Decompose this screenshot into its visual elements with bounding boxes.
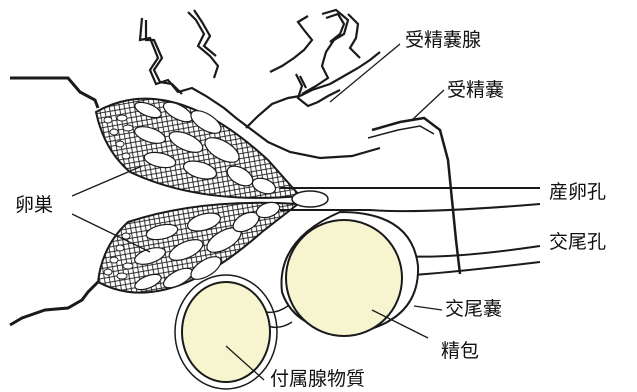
leader-spermatheca [412,90,444,120]
label-spermatheca-gland: 受精嚢腺 [405,29,481,51]
oviduct [280,188,540,211]
egg [292,191,328,207]
lower-ovary [98,200,298,293]
label-ovary: 卵巣 [15,194,53,216]
leader-spermatheca-gland [330,44,400,102]
label-spermatheca: 受精嚢 [447,79,504,101]
label-copulatory-pore: 交尾孔 [549,231,606,253]
accessory-gland-substance [182,282,270,382]
leader-bursa [414,306,442,310]
upper-ovary [96,98,300,198]
leader-ovary-upper [72,166,142,196]
label-bursa-copulatrix: 交尾嚢 [445,298,502,320]
spermatophore [286,220,402,336]
label-accessory-gland-substance: 付属腺物質 [270,368,365,390]
label-spermatophore: 精包 [441,340,479,362]
label-oviduct-opening: 産卵孔 [549,181,606,203]
